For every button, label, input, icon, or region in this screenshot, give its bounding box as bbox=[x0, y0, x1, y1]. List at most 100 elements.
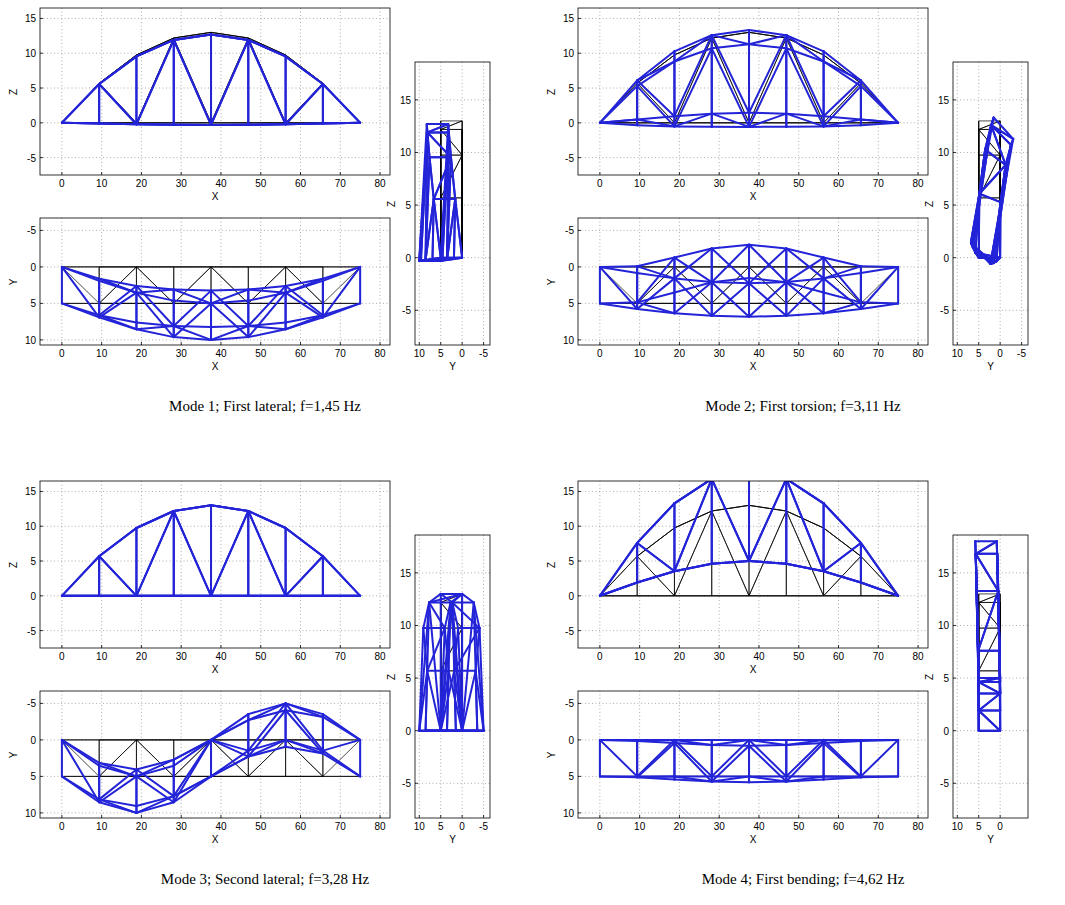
undeformed-member bbox=[322, 556, 323, 596]
mode-shape-member bbox=[285, 528, 287, 596]
undeformed-member bbox=[136, 776, 173, 777]
mode-shape-member bbox=[61, 740, 63, 776]
mode-shape-member bbox=[248, 286, 285, 326]
mode-shape-member bbox=[136, 770, 173, 797]
mode-shape-member bbox=[434, 157, 451, 199]
mode-shape-member bbox=[749, 561, 786, 564]
mode-shape-member bbox=[136, 40, 173, 124]
undeformed-member bbox=[786, 740, 823, 776]
undeformed-member bbox=[749, 595, 786, 596]
undeformed-member bbox=[674, 595, 711, 596]
mode-shape-member bbox=[210, 740, 212, 776]
mode-shape-member bbox=[749, 740, 786, 776]
mode-shape-member bbox=[427, 628, 445, 671]
mode-shape-member bbox=[211, 34, 248, 39]
undeformed-member bbox=[674, 266, 711, 267]
mode-shape-member bbox=[637, 503, 674, 543]
undeformed-member bbox=[211, 266, 248, 267]
mode-shape-member bbox=[991, 125, 1005, 165]
undeformed-member bbox=[786, 595, 823, 596]
grid-line bbox=[483, 62, 484, 345]
mode-shape-member bbox=[426, 199, 434, 260]
tick-mark bbox=[462, 342, 463, 345]
mode-shape-member bbox=[248, 595, 285, 597]
undeformed-member bbox=[637, 55, 674, 83]
mode-shape-member bbox=[248, 40, 285, 124]
undeformed-member bbox=[824, 739, 861, 740]
mode-shape-member bbox=[135, 770, 137, 806]
mode-shape-member bbox=[711, 114, 713, 127]
mode-shape-member bbox=[637, 775, 674, 778]
mode-shape-member bbox=[712, 561, 749, 564]
mode-shape-member bbox=[637, 777, 674, 779]
undeformed-member bbox=[99, 556, 100, 596]
mode-shape-member bbox=[211, 595, 248, 597]
tick-mark bbox=[380, 172, 381, 175]
undeformed-member bbox=[674, 122, 711, 123]
undeformed-member bbox=[637, 55, 674, 83]
tick-mark bbox=[40, 266, 43, 267]
undeformed-member bbox=[749, 511, 786, 596]
mode-shape-member bbox=[600, 120, 637, 123]
tick-mark bbox=[40, 303, 43, 304]
tick-mark bbox=[957, 342, 958, 345]
grid-line bbox=[40, 630, 390, 631]
mode-shape-member bbox=[174, 595, 211, 597]
undeformed-member bbox=[824, 776, 861, 777]
undeformed-member bbox=[174, 266, 211, 267]
tick-mark bbox=[415, 152, 418, 153]
mode-shape-member bbox=[173, 40, 175, 125]
undeformed-member bbox=[136, 303, 173, 304]
undeformed-member bbox=[861, 740, 898, 776]
tick-mark bbox=[758, 172, 759, 175]
undeformed-member bbox=[824, 83, 861, 123]
undeformed-member bbox=[62, 776, 99, 777]
tick-mark bbox=[599, 645, 600, 648]
grid-line bbox=[415, 730, 490, 731]
undeformed-member bbox=[211, 505, 248, 511]
undeformed-member bbox=[712, 505, 749, 511]
mode-shape-member bbox=[636, 543, 638, 583]
mode-shape-member bbox=[637, 503, 674, 543]
undeformed-member bbox=[600, 556, 637, 596]
undeformed-member bbox=[323, 739, 360, 740]
undeformed-member bbox=[441, 120, 462, 121]
mode-shape-member bbox=[136, 123, 173, 125]
undeformed-member bbox=[136, 595, 173, 596]
mode-shape-member bbox=[785, 248, 787, 282]
undeformed-member bbox=[136, 595, 173, 596]
undeformed-member bbox=[712, 595, 749, 596]
undeformed-member bbox=[286, 55, 323, 83]
undeformed-member bbox=[286, 528, 323, 556]
mode-shape-member bbox=[600, 120, 637, 123]
mode-shape-member bbox=[637, 266, 674, 278]
grid-line bbox=[40, 561, 390, 562]
mode-shape-member bbox=[600, 265, 637, 268]
mode-shape-member bbox=[456, 730, 462, 732]
undeformed-member bbox=[174, 266, 211, 267]
mode-shape-member bbox=[323, 122, 360, 125]
mode-shape-member bbox=[456, 730, 484, 732]
undeformed-member bbox=[62, 776, 99, 777]
undeformed-member bbox=[174, 267, 211, 303]
mode-shape-member bbox=[599, 740, 601, 776]
tick-mark bbox=[578, 230, 581, 231]
mode-shape-member bbox=[211, 505, 248, 511]
mode-shape-member bbox=[636, 266, 638, 302]
mode-shape-member bbox=[174, 511, 211, 596]
mode-shape-member bbox=[99, 56, 136, 84]
tick-mark bbox=[415, 572, 418, 573]
tick-mark bbox=[300, 645, 301, 648]
undeformed-member bbox=[861, 595, 898, 596]
mode-shape-member bbox=[637, 739, 674, 742]
mode-shape-member bbox=[174, 740, 211, 802]
mode-shape-member bbox=[211, 511, 248, 596]
plot-background bbox=[578, 8, 928, 175]
undeformed-member bbox=[99, 528, 136, 556]
grid-line bbox=[878, 218, 879, 345]
mode-shape-member bbox=[824, 266, 861, 278]
undeformed-member bbox=[62, 266, 99, 267]
grid-line bbox=[419, 535, 420, 818]
undeformed-member bbox=[136, 595, 173, 596]
mode-shape-member bbox=[286, 315, 323, 329]
